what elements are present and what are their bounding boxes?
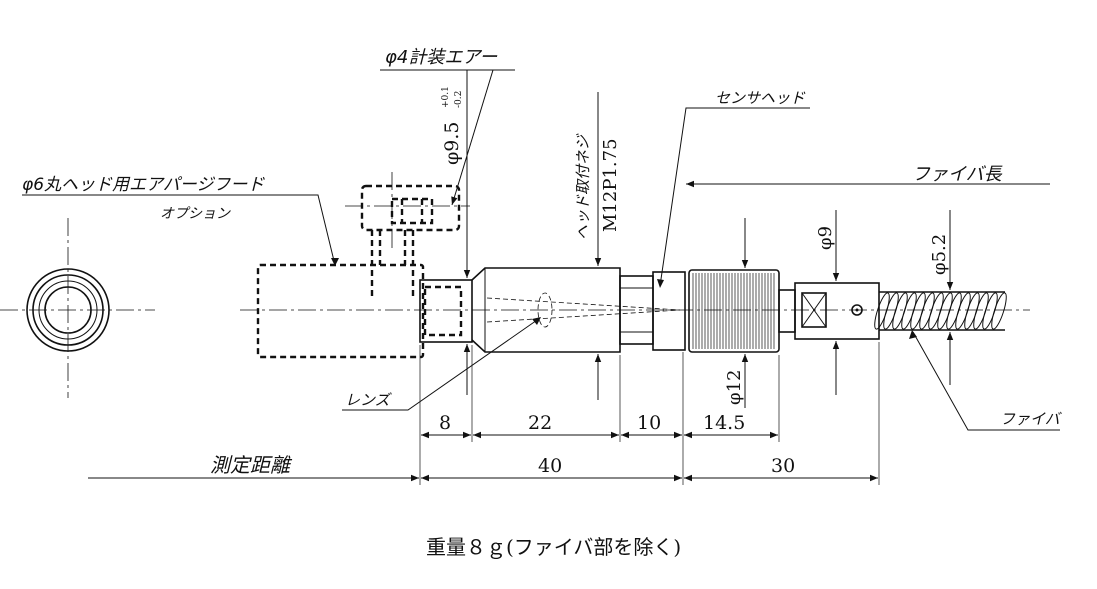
air-purge-hood-label: φ6丸ヘッド用エアパージフード [22,175,265,195]
len-8-label: 8 [439,412,451,434]
dia-5-2-label: φ5.2 [929,234,950,275]
sensor-head-body [419,267,686,353]
dimension-lines [22,69,1060,485]
weight-note: 重量８ｇ(ファイバ部を除く) [426,535,681,559]
dia-9-label: φ9 [815,226,836,250]
fiber-connector [778,282,880,340]
mount-screw-value: M12P1.75 [600,138,621,232]
fiber-length-label: ファイバ長 [912,164,1003,185]
len-40-label: 40 [538,455,562,477]
air-purge-hood [256,172,470,359]
option-label: オプション [160,206,231,222]
fiber-spiral [874,291,1007,331]
dia-12-label: φ12 [724,369,745,405]
len-22-label: 22 [528,412,552,434]
lens-label: レンズ [345,391,392,409]
len-14-5-label: 14.5 [703,412,745,434]
tolerance-minus: -0.2 [454,91,464,108]
knurled-nut [688,269,780,353]
measuring-distance-label: 測定距離 [210,453,293,477]
air-port-label: φ4計装エアー [385,47,498,68]
len-10-label: 10 [637,412,661,434]
fiber-label: ファイバ [1000,410,1062,428]
tolerance-plus: +0.1 [441,86,451,108]
mount-screw-label: ヘッド取付ネジ [574,133,592,240]
dia-9-5-label: φ9.5 [441,121,463,165]
end-view [0,218,155,398]
sensor-head-label: センサヘッド [715,89,806,107]
len-30-label: 30 [771,455,795,477]
